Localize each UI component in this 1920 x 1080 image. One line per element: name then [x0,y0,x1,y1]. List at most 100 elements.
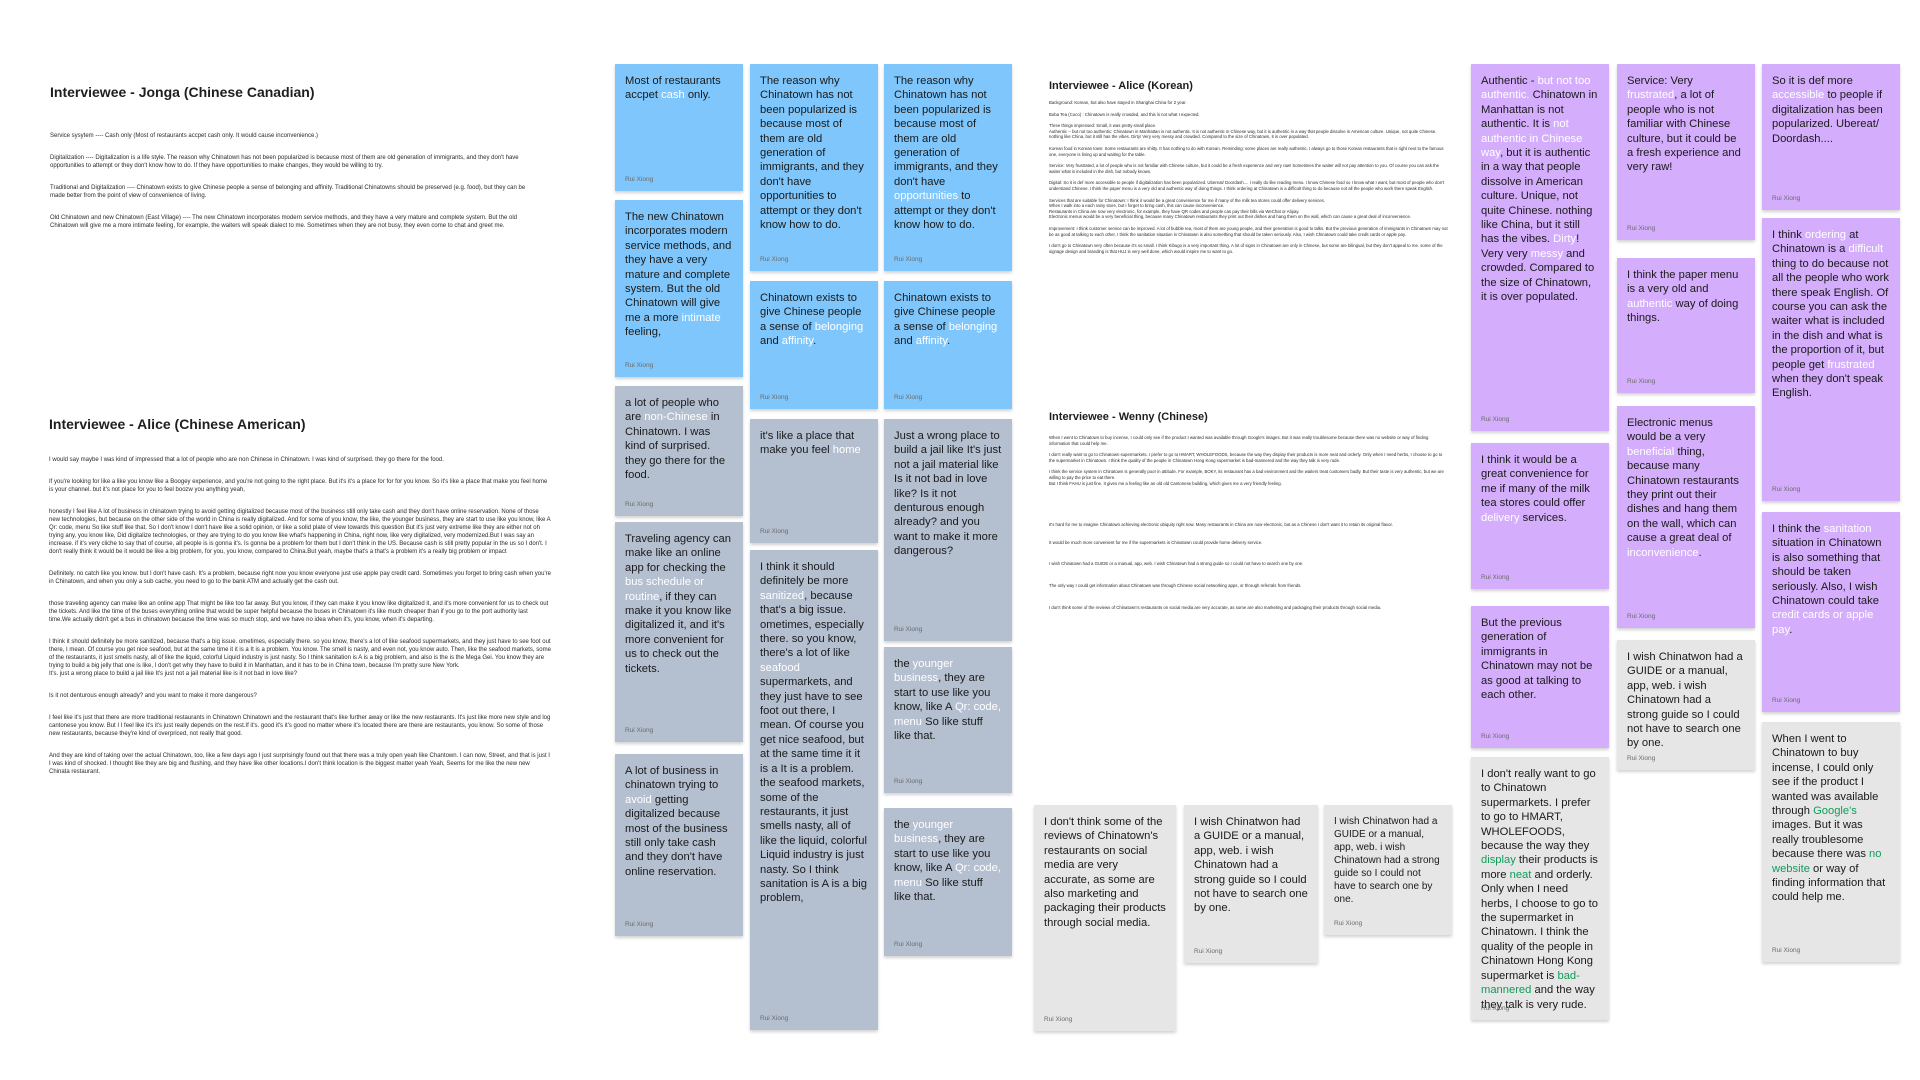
doc-paragraph: Old Chinatown and new Chinatown (East Vi… [50,215,518,229]
sticky-note[interactable]: a lot of people who are non-Chinese in C… [615,386,743,516]
sticky-note[interactable]: I think ordering at Chinatown is a diffi… [1762,218,1900,501]
sticky-author: Rui Xiong [894,394,923,401]
sticky-author: Rui Xiong [1627,378,1656,385]
sticky-text: But the previous generation of immigrant… [1481,616,1599,702]
sticky-highlight: belonging [814,320,864,333]
sticky-highlight: younger business [894,658,954,685]
sticky-text-segment: So like stuff like that. [894,876,983,904]
doc-paragraph: Is it not denturous enough already? and … [49,693,257,699]
sticky-author: Rui Xiong [1481,1005,1510,1012]
sticky-note[interactable]: Chinatown exists to give Chinese people … [884,281,1012,409]
sticky-text-segment: thing, because many Chinatown restaurant… [1627,445,1739,545]
sticky-note[interactable]: it's like a place that make you feel hom… [750,419,878,543]
doc-title: Interviewee - Wenny (Chinese) [1049,411,1208,423]
sticky-note[interactable]: The reason why Chinatown has not been po… [750,64,878,271]
sticky-highlight: bad-mannered [1481,969,1580,997]
sticky-text-segment: , if they can make it you know like digi… [625,590,732,675]
sticky-text-segment: when they don't speak English. [1772,373,1883,400]
sticky-text-segment: , they are start to use like you know, l… [894,833,991,875]
doc-paragraph: I don't go to Chinatown very often becau… [1049,243,1443,254]
sticky-highlight: Qr: code, menu [894,701,1001,728]
sticky-highlight: delivery [1481,511,1520,524]
doc-paragraph: When I walk into a each rainy store, but… [1049,203,1225,209]
sticky-text-segment: a lot of people who are [625,397,719,424]
doc-paragraph: And they are kind of taking over the act… [49,753,550,775]
sticky-highlight: Qr: code, menu [894,862,1001,889]
doc-paragraph: Improvement: I think customer service ca… [1049,225,1448,237]
sticky-text: I think it would be a great convenience … [1481,453,1599,525]
doc-paragraph: Definitely. no catch like you know. but … [49,571,551,585]
sticky-highlight: seafood [760,661,800,674]
sticky-note[interactable]: When I went to Chinatown to buy incense,… [1762,722,1900,962]
sticky-text: The reason why Chinatown has not been po… [894,74,1002,232]
sticky-text-segment: Chinatown exists to give Chinese people … [894,292,996,333]
sticky-note[interactable]: the younger business, they are start to … [884,808,1012,956]
sticky-note[interactable]: I think the sanitation situation in Chin… [1762,512,1900,712]
sticky-author: Rui Xiong [1481,574,1510,581]
sticky-author: Rui Xiong [1334,920,1363,927]
sticky-note[interactable]: I think it should definitely be more san… [750,550,878,1030]
sticky-author: Rui Xiong [625,176,654,183]
doc-paragraph: Service sysytem ---- Cash only (Most of … [50,133,318,139]
sticky-text-segment: Chinatown exists to give Chinese people … [760,292,862,333]
sticky-note[interactable]: Authentic - but not too authentic. China… [1471,64,1609,431]
sticky-author: Rui Xiong [1481,416,1510,423]
sticky-text-segment: and crowded. Compared to the size of Chi… [1481,247,1595,304]
sticky-text-segment: The new Chinatown incorporates modern se… [625,211,732,324]
doc-paragraph: I feel like it's just that there are mor… [49,715,551,737]
sticky-text-segment: to attempt or they don't know how to do. [894,190,996,232]
sticky-text: I think the sanitation situation in Chin… [1772,522,1890,637]
doc-title: Interviewee - Jonga (Chinese Canadian) [50,84,315,100]
sticky-text: Just a wrong place to build a jail like … [894,429,1002,559]
doc-paragraph: It's hard for me to imagine Chinatown ac… [1049,522,1393,528]
sticky-text: I don't really want to go to Chinatown s… [1481,767,1599,1012]
sticky-note[interactable]: Traveling agency can make like an online… [615,522,743,742]
sticky-note[interactable]: the younger business, they are start to … [884,647,1012,793]
doc-title: Interviewee - Alice (Korean) [1049,80,1193,92]
sticky-note[interactable]: Chinatown exists to give Chinese people … [750,281,878,409]
sticky-note[interactable]: So it is def more accessible to people i… [1762,64,1900,210]
sticky-note[interactable]: The new Chinatown incorporates modern se… [615,200,743,377]
sticky-note[interactable]: Most of restaurants accpet cash only.Rui… [615,64,743,191]
sticky-note[interactable]: I wish Chinatwon had a GUIDE or a manual… [1324,805,1452,935]
sticky-note[interactable]: I don't really want to go to Chinatown s… [1471,757,1609,1020]
sticky-author: Rui Xiong [1772,195,1801,202]
sticky-note[interactable]: Just a wrong place to build a jail like … [884,419,1012,641]
sticky-text: The new Chinatown incorporates modern se… [625,210,733,340]
sticky-highlight: sanitized [760,589,805,602]
sticky-text-segment: , a lot of people who is not familiar wi… [1627,89,1741,174]
sticky-text: the younger business, they are start to … [894,818,1002,904]
doc-paragraph: It would be much more convenient for me … [1049,539,1263,545]
sticky-highlight: Google's [1813,805,1857,818]
sticky-text: I think it should definitely be more san… [760,560,868,906]
sticky-note[interactable]: I wish Chinatwon had a GUIDE or a manual… [1617,640,1755,770]
sticky-note[interactable]: I don't think some of the reviews of Chi… [1034,805,1176,1031]
sticky-highlight: no website [1772,848,1882,875]
sticky-text-segment: I think it would be a great convenience … [1481,454,1590,510]
sticky-text-segment: images. But it was really troublesome be… [1772,819,1870,861]
sticky-text-segment: in Chinatown. I was kind of surprised. t… [625,411,726,482]
sticky-author: Rui Xiong [760,394,789,401]
sticky-text-segment: and [760,335,782,348]
sticky-note[interactable]: I wish Chinatwon had a GUIDE or a manual… [1184,805,1318,963]
sticky-note[interactable]: I think the paper menu is a very old and… [1617,258,1755,393]
sticky-text-segment: services. [1519,511,1567,524]
doc-paragraph: When I went to Chinatown to buy incense,… [1049,435,1429,446]
sticky-note[interactable]: Electronic menus would be a very benefic… [1617,406,1755,628]
doc-paragraph: I wish Chinatown had a GUIDE or a manual… [1049,561,1304,567]
sticky-text-segment: So it is def more [1772,75,1853,87]
sticky-note[interactable]: Service: Very frustrated, a lot of peopl… [1617,64,1755,240]
sticky-note[interactable]: A lot of business in chinatown trying to… [615,754,743,936]
sticky-note[interactable]: But the previous generation of immigrant… [1471,606,1609,748]
sticky-note[interactable]: I think it would be a great convenience … [1471,443,1609,589]
sticky-text: I wish Chinatwon had a GUIDE or a manual… [1334,815,1442,906]
sticky-text-segment: Service: Very [1627,75,1693,87]
sticky-highlight: cash [661,89,685,102]
sticky-highlight: credit cards or apple pay [1772,609,1874,636]
sticky-text-segment: Electronic menus would be a very [1627,417,1713,444]
sticky-text-segment: The reason why Chinatown has not been po… [760,75,864,232]
sticky-highlight: sanitation [1823,523,1872,535]
sticky-author: Rui Xiong [894,778,923,785]
sticky-note[interactable]: The reason why Chinatown has not been po… [884,64,1012,271]
sticky-author: Rui Xiong [1627,225,1656,232]
